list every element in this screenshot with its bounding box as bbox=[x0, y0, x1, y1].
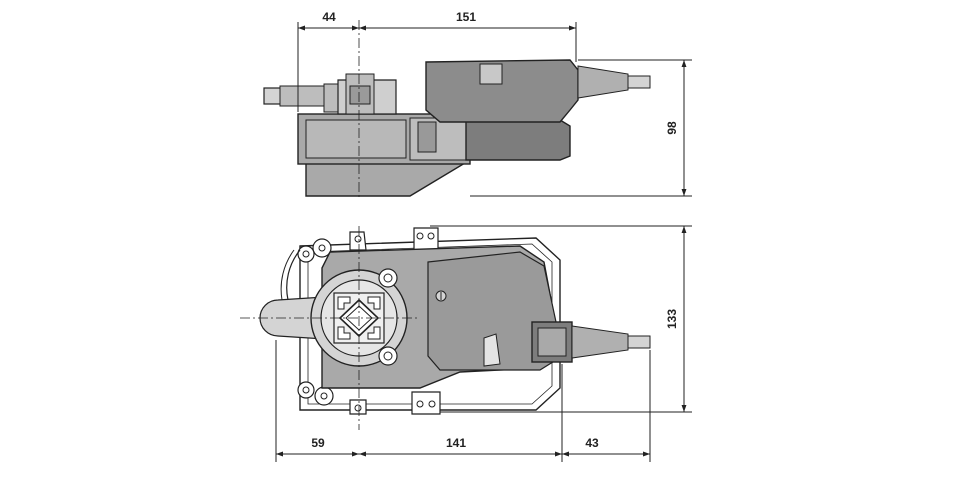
side-view bbox=[263, 20, 651, 200]
plan-view-plate-inner bbox=[307, 243, 553, 405]
plan-view-release-button bbox=[483, 333, 501, 367]
dim-label-plan-middle: 141 bbox=[446, 436, 466, 450]
dim-label-top-total: 151 bbox=[456, 10, 476, 24]
side-view-slot bbox=[417, 121, 437, 153]
dim-label-top-height: 98 bbox=[665, 121, 679, 135]
dim-label-plan-height: 133 bbox=[665, 309, 679, 329]
side-view-button bbox=[479, 63, 503, 85]
plan-view-cable-gland bbox=[571, 325, 629, 359]
side-view-upper-cover bbox=[425, 59, 579, 123]
plan-view bbox=[240, 226, 651, 430]
side-view-clamp-left bbox=[323, 83, 339, 113]
plan-view-tab-top-right bbox=[413, 227, 439, 251]
plan-view-tab-bottom-right bbox=[411, 391, 441, 415]
dim-label-top-left: 44 bbox=[322, 10, 336, 24]
dim-label-plan-right: 43 bbox=[585, 436, 599, 450]
side-view-lever-joint bbox=[279, 85, 327, 107]
side-view-cable bbox=[627, 75, 651, 89]
side-view-cable-gland bbox=[577, 65, 629, 99]
side-view-clamp-nut bbox=[349, 85, 371, 105]
side-view-front-face bbox=[305, 119, 407, 159]
plan-view-guide-arc bbox=[286, 249, 301, 301]
plan-view-dimensions: 133 59 141 43 bbox=[275, 225, 692, 462]
plan-view-cable bbox=[627, 335, 651, 349]
side-view-dimensions: 44 151 98 bbox=[297, 10, 692, 197]
side-view-motor-block bbox=[465, 119, 571, 161]
dim-label-plan-left: 59 bbox=[311, 436, 325, 450]
